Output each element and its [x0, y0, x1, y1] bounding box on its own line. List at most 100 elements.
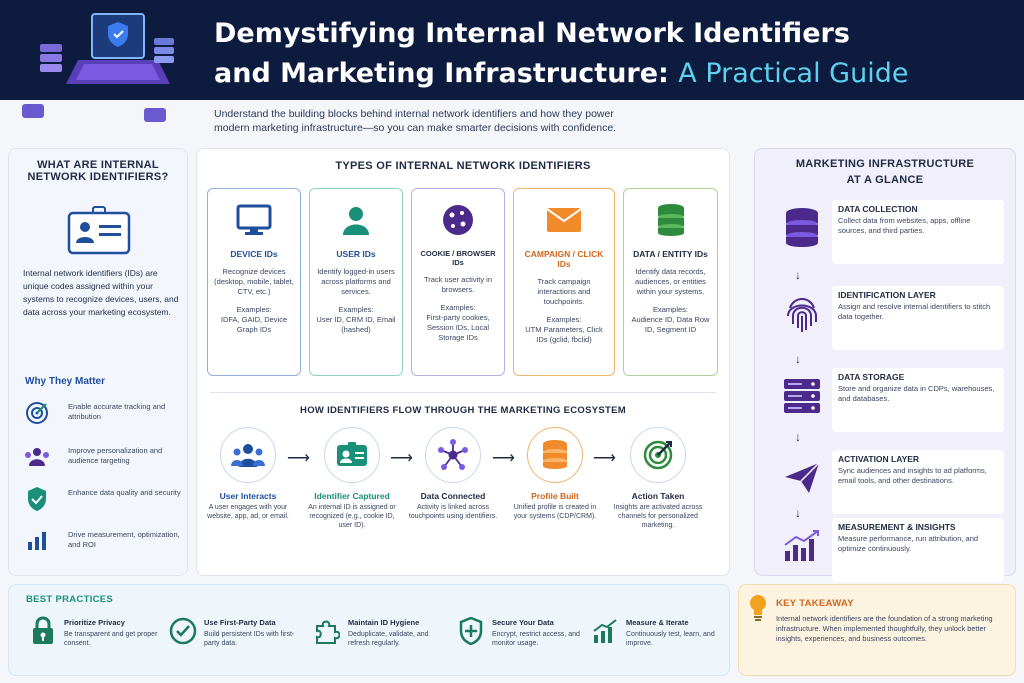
infra-title: MARKETING INFRASTRUCTURE AT A GLANCE: [754, 158, 1016, 186]
id-badge-icon: [67, 206, 131, 255]
database-icon: [778, 204, 826, 252]
type-name: CAMPAIGN / CLICK IDs: [524, 249, 604, 269]
type-examples: UTM Parameters, Click IDs (gclid, fbclid…: [525, 325, 603, 344]
why-title: Why They Matter: [25, 376, 106, 387]
lightbulb-icon: [750, 595, 766, 621]
section-divider: [210, 392, 716, 393]
title-accent: A Practical Guide: [678, 58, 909, 89]
type-examples-label: Examples:: [236, 305, 272, 314]
envelope-icon: [520, 195, 608, 245]
infra-item-desc: Assign and resolve internal identifiers …: [838, 302, 991, 321]
intro-line1: Understand the building blocks behind in…: [214, 108, 614, 120]
flow-step-name: Action Taken: [631, 491, 685, 501]
type-examples: Audience ID, Data Row ID, Segment ID: [631, 315, 710, 334]
why-item-quality: Enhance data quality and security: [24, 486, 184, 516]
bp-item-measure: Measure & Iterate Continuously test, lea…: [590, 612, 725, 662]
cookie-icon: [418, 195, 498, 245]
arrow-down-icon: ↓: [795, 506, 801, 520]
type-desc: Recognize devices (desktop, mobile, tabl…: [214, 267, 294, 296]
title-main: and Marketing Infrastructure:: [214, 58, 669, 89]
type-desc: Identify logged-in users across platform…: [317, 267, 395, 296]
bp-item-first-party: Use First-Party Data Build persistent ID…: [168, 612, 303, 662]
arrow-right-icon: ⟶: [593, 450, 616, 467]
bp-name: Maintain ID Hygiene: [348, 618, 420, 627]
infra-item-name: DATA COLLECTION: [838, 204, 918, 214]
infra-item-desc: Collect data from websites, apps, offlin…: [838, 216, 971, 235]
why-item-personalization: Improve personalization and audience tar…: [24, 444, 184, 474]
type-examples-label: Examples:: [338, 305, 374, 314]
type-name: USER IDs: [336, 249, 376, 259]
why-item-text: Drive measurement, optimization, and ROI: [68, 530, 180, 549]
bp-item-hygiene: Maintain ID Hygiene Deduplicate, validat…: [312, 612, 447, 662]
user-icon: [316, 195, 396, 245]
laptop-security-illustration: [22, 13, 174, 122]
infra-item-data-storage: DATA STORAGE Store and organize data in …: [772, 368, 1008, 434]
arrow-down-icon: ↓: [795, 352, 801, 366]
flow-step-identifier-captured: Identifier Captured An internal ID is as…: [297, 427, 407, 530]
type-name: DATA / ENTITY IDs: [633, 249, 708, 259]
flow-step-user-interacts: User Interacts A user engages with your …: [193, 427, 303, 521]
bp-desc: Deduplicate, validate, and refresh regul…: [348, 631, 429, 647]
flow-step-profile-built: Profile Built Unified profile is created…: [500, 427, 610, 521]
infra-item-box: IDENTIFICATION LAYER Assign and resolve …: [832, 286, 1004, 350]
target-icon: [630, 427, 686, 483]
page-title-line1: Demystifying Internal Network Identifier…: [214, 18, 850, 49]
flow-step-name: Profile Built: [531, 491, 579, 501]
type-card-campaign: CAMPAIGN / CLICK IDs Track campaign inte…: [513, 188, 615, 376]
flow-title: HOW IDENTIFIERS FLOW THROUGH THE MARKETI…: [300, 405, 626, 416]
infra-item-box: DATA COLLECTION Collect data from websit…: [832, 200, 1004, 264]
type-name: DEVICE IDs: [230, 249, 278, 259]
infra-item-desc: Sync audiences and insights to ad platfo…: [838, 466, 987, 485]
type-examples-label: Examples:: [440, 303, 476, 312]
type-card-cookie: COOKIE / BROWSER IDs Track user activity…: [411, 188, 505, 376]
what-are-title: WHAT ARE INTERNAL NETWORK IDENTIFIERS?: [9, 159, 187, 183]
flow-step-desc: Unified profile is created in your syste…: [513, 504, 597, 520]
infra-item-name: IDENTIFICATION LAYER: [838, 290, 936, 300]
infra-item-measurement: MEASUREMENT & INSIGHTS Measure performan…: [772, 518, 1008, 584]
database-icon: [630, 195, 711, 245]
intro-line2: modern marketing infrastructure—so you c…: [214, 122, 617, 134]
type-card-user: USER IDs Identify logged-in users across…: [309, 188, 403, 376]
bp-item-privacy: Prioritize Privacy Be transparent and ge…: [28, 612, 163, 662]
infra-item-box: ACTIVATION LAYER Sync audiences and insi…: [832, 450, 1004, 514]
shield-check-icon: [24, 486, 50, 512]
database-icon: [527, 427, 583, 483]
why-item-tracking: Enable accurate tracking and attribution: [24, 400, 184, 430]
bp-desc: Continuously test, learn, and improve.: [626, 631, 715, 647]
infra-title-line1: MARKETING INFRASTRUCTURE: [795, 158, 975, 170]
type-desc: Track campaign interactions and touchpoi…: [537, 277, 591, 306]
why-item-text: Improve personalization and audience tar…: [68, 446, 163, 465]
infra-item-desc: Store and organize data in CDPs, warehou…: [838, 384, 995, 403]
what-are-title-line2: NETWORK IDENTIFIERS?: [27, 171, 169, 183]
arrow-right-icon: ⟶: [492, 450, 515, 467]
bp-desc: Be transparent and get proper consent.: [64, 631, 158, 647]
type-desc: Track user activity in browsers.: [423, 275, 493, 294]
type-desc: Identify data records, audiences, or ent…: [635, 267, 706, 296]
fingerprint-icon: [778, 290, 826, 338]
type-examples-label: Examples:: [546, 315, 582, 324]
network-icon: [425, 427, 481, 483]
type-examples: IDFA, GAID, Device Graph IDs: [220, 315, 288, 334]
flow-step-name: Data Connected: [420, 491, 486, 501]
check-circle-icon: [168, 614, 198, 648]
why-item-text: Enhance data quality and security: [68, 488, 181, 497]
flow-step-desc: A user engages with your website, app, a…: [207, 504, 289, 520]
infra-item-box: MEASUREMENT & INSIGHTS Measure performan…: [832, 518, 1004, 582]
bp-desc: Encrypt, restrict access, and monitor us…: [492, 631, 580, 647]
flow-step-desc: Activity is linked across touchpoints us…: [408, 504, 498, 520]
flow-step-name: Identifier Captured: [314, 491, 390, 501]
id-card-icon: [324, 427, 380, 483]
growth-chart-icon: [778, 522, 826, 570]
infra-title-line2: AT A GLANCE: [846, 174, 924, 186]
bp-name: Measure & Iterate: [626, 618, 689, 627]
bp-name: Secure Your Data: [492, 618, 554, 627]
header-banner: Demystifying Internal Network Identifier…: [0, 0, 1024, 122]
infra-item-box: DATA STORAGE Store and organize data in …: [832, 368, 1004, 432]
what-are-body: Internal network identifiers (IDs) are u…: [23, 268, 179, 317]
flow-step-desc: An internal ID is assigned or recognized…: [308, 504, 396, 529]
infra-item-data-collection: DATA COLLECTION Collect data from websit…: [772, 200, 1008, 266]
monitor-icon: [214, 195, 294, 245]
infra-item-identification: IDENTIFICATION LAYER Assign and resolve …: [772, 286, 1008, 352]
shield-plus-icon: [456, 614, 486, 648]
key-takeaway-panel: [738, 584, 1016, 676]
